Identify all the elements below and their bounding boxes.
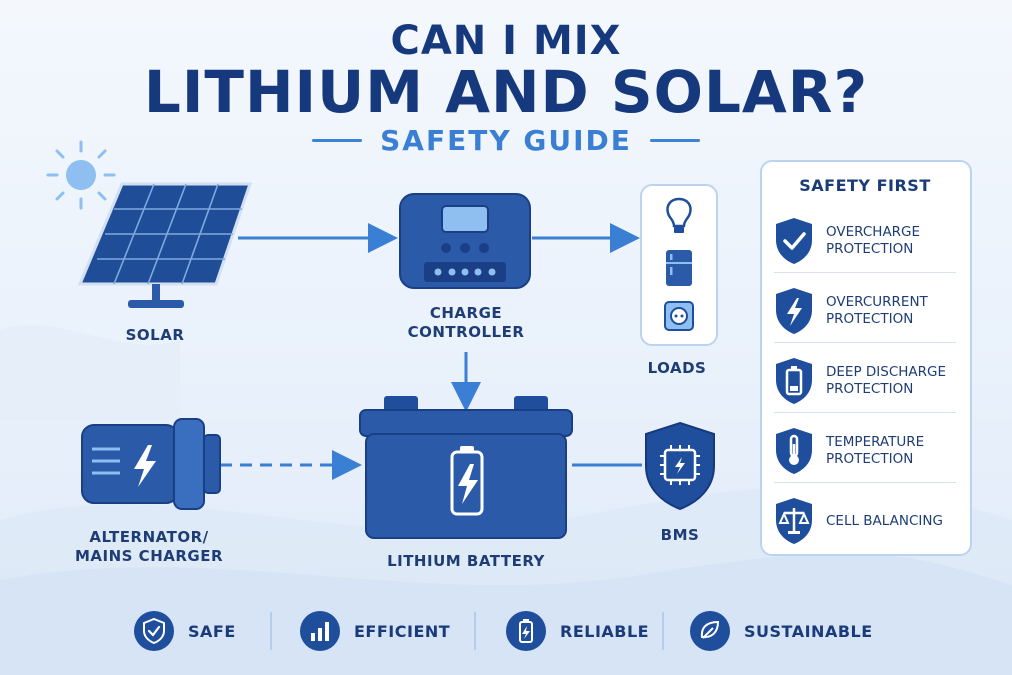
shield-check-icon xyxy=(776,218,812,264)
safety-item-deep-discharge: DEEP DISCHARGE PROTECTION xyxy=(772,346,958,416)
footer-divider xyxy=(662,612,664,650)
charge-controller-label: CHARGE CONTROLLER xyxy=(396,304,536,342)
safety-divider xyxy=(774,272,956,273)
alternator-label-line1: ALTERNATOR/ xyxy=(89,528,209,546)
bms-chip-shield-icon xyxy=(645,421,715,511)
footer-item-safe: SAFE xyxy=(134,606,236,656)
power-socket-icon xyxy=(664,301,694,331)
safety-item-label: OVERCHARGE PROTECTION xyxy=(826,224,921,257)
safety-divider xyxy=(774,342,956,343)
shield-battery-icon xyxy=(776,358,812,404)
footer-icon-circle xyxy=(506,611,546,651)
safety-item-overcurrent: OVERCURRENT PROTECTION xyxy=(772,276,958,346)
shield-thermometer-icon xyxy=(776,428,812,474)
title-line-1: CAN I MIX xyxy=(390,18,622,64)
loads-card xyxy=(640,184,718,346)
safety-item-label: DEEP DISCHARGE PROTECTION xyxy=(826,364,947,397)
shield-scales-icon xyxy=(776,498,812,544)
footer-label: EFFICIENT xyxy=(354,621,451,641)
footer-icon-circle xyxy=(134,611,174,651)
charge-controller-icon xyxy=(399,193,531,289)
light-bulb-icon xyxy=(666,197,692,233)
safety-item-label: TEMPERATURE PROTECTION xyxy=(826,434,925,467)
safety-item-temperature: TEMPERATURE PROTECTION xyxy=(772,416,958,486)
subtitle: SAFETY GUIDE xyxy=(380,124,632,157)
footer-item-sustainable: SUSTAINABLE xyxy=(690,606,873,656)
battery-label: LITHIUM BATTERY xyxy=(387,552,545,570)
safety-divider xyxy=(774,482,956,483)
footer-icon-circle xyxy=(300,611,340,651)
charge-controller-label-line1: CHARGE xyxy=(429,304,503,322)
shield-check-icon xyxy=(143,618,165,644)
alternator-label-line2: MAINS CHARGER xyxy=(74,547,224,565)
subtitle-rule-right xyxy=(649,139,700,142)
battery-icon xyxy=(359,396,573,539)
footer-label: SAFE xyxy=(188,621,236,641)
safety-panel-title: SAFETY FIRST xyxy=(799,176,931,195)
safety-item-cell-balancing: CELL BALANCING xyxy=(772,486,958,556)
title-line-2: LITHIUM AND SOLAR? xyxy=(143,58,869,126)
charge-controller-label-line2: CONTROLLER xyxy=(407,323,525,341)
footer-item-efficient: EFFICIENT xyxy=(300,606,450,656)
footer-label: SUSTAINABLE xyxy=(744,621,873,641)
subtitle-rule-left xyxy=(312,139,363,142)
alternator-label: ALTERNATOR/ MAINS CHARGER xyxy=(64,528,234,566)
fridge-icon xyxy=(666,250,692,286)
bar-chart-icon xyxy=(311,622,329,641)
footer-divider xyxy=(270,612,272,650)
safety-item-label: OVERCURRENT PROTECTION xyxy=(826,294,928,327)
battery-bolt-icon xyxy=(519,619,533,643)
footer-label: RELIABLE xyxy=(560,621,650,641)
leaf-icon xyxy=(700,620,720,639)
solar-label: SOLAR xyxy=(125,326,185,344)
subtitle-row: SAFETY GUIDE xyxy=(0,124,1012,157)
footer-icon-circle xyxy=(690,611,730,651)
solar-panel-icon xyxy=(77,182,253,308)
safety-item-label: CELL BALANCING xyxy=(826,512,943,529)
safety-panel xyxy=(760,160,972,556)
safety-divider xyxy=(774,412,956,413)
footer-divider xyxy=(474,612,476,650)
sun-icon xyxy=(46,140,116,210)
bms-label: BMS xyxy=(660,526,700,544)
safety-item-overcharge: OVERCHARGE PROTECTION xyxy=(772,206,958,276)
footer-item-reliable: RELIABLE xyxy=(506,606,649,656)
shield-bolt-icon xyxy=(776,288,812,334)
alternator-icon xyxy=(81,418,221,510)
loads-label: LOADS xyxy=(647,359,707,377)
